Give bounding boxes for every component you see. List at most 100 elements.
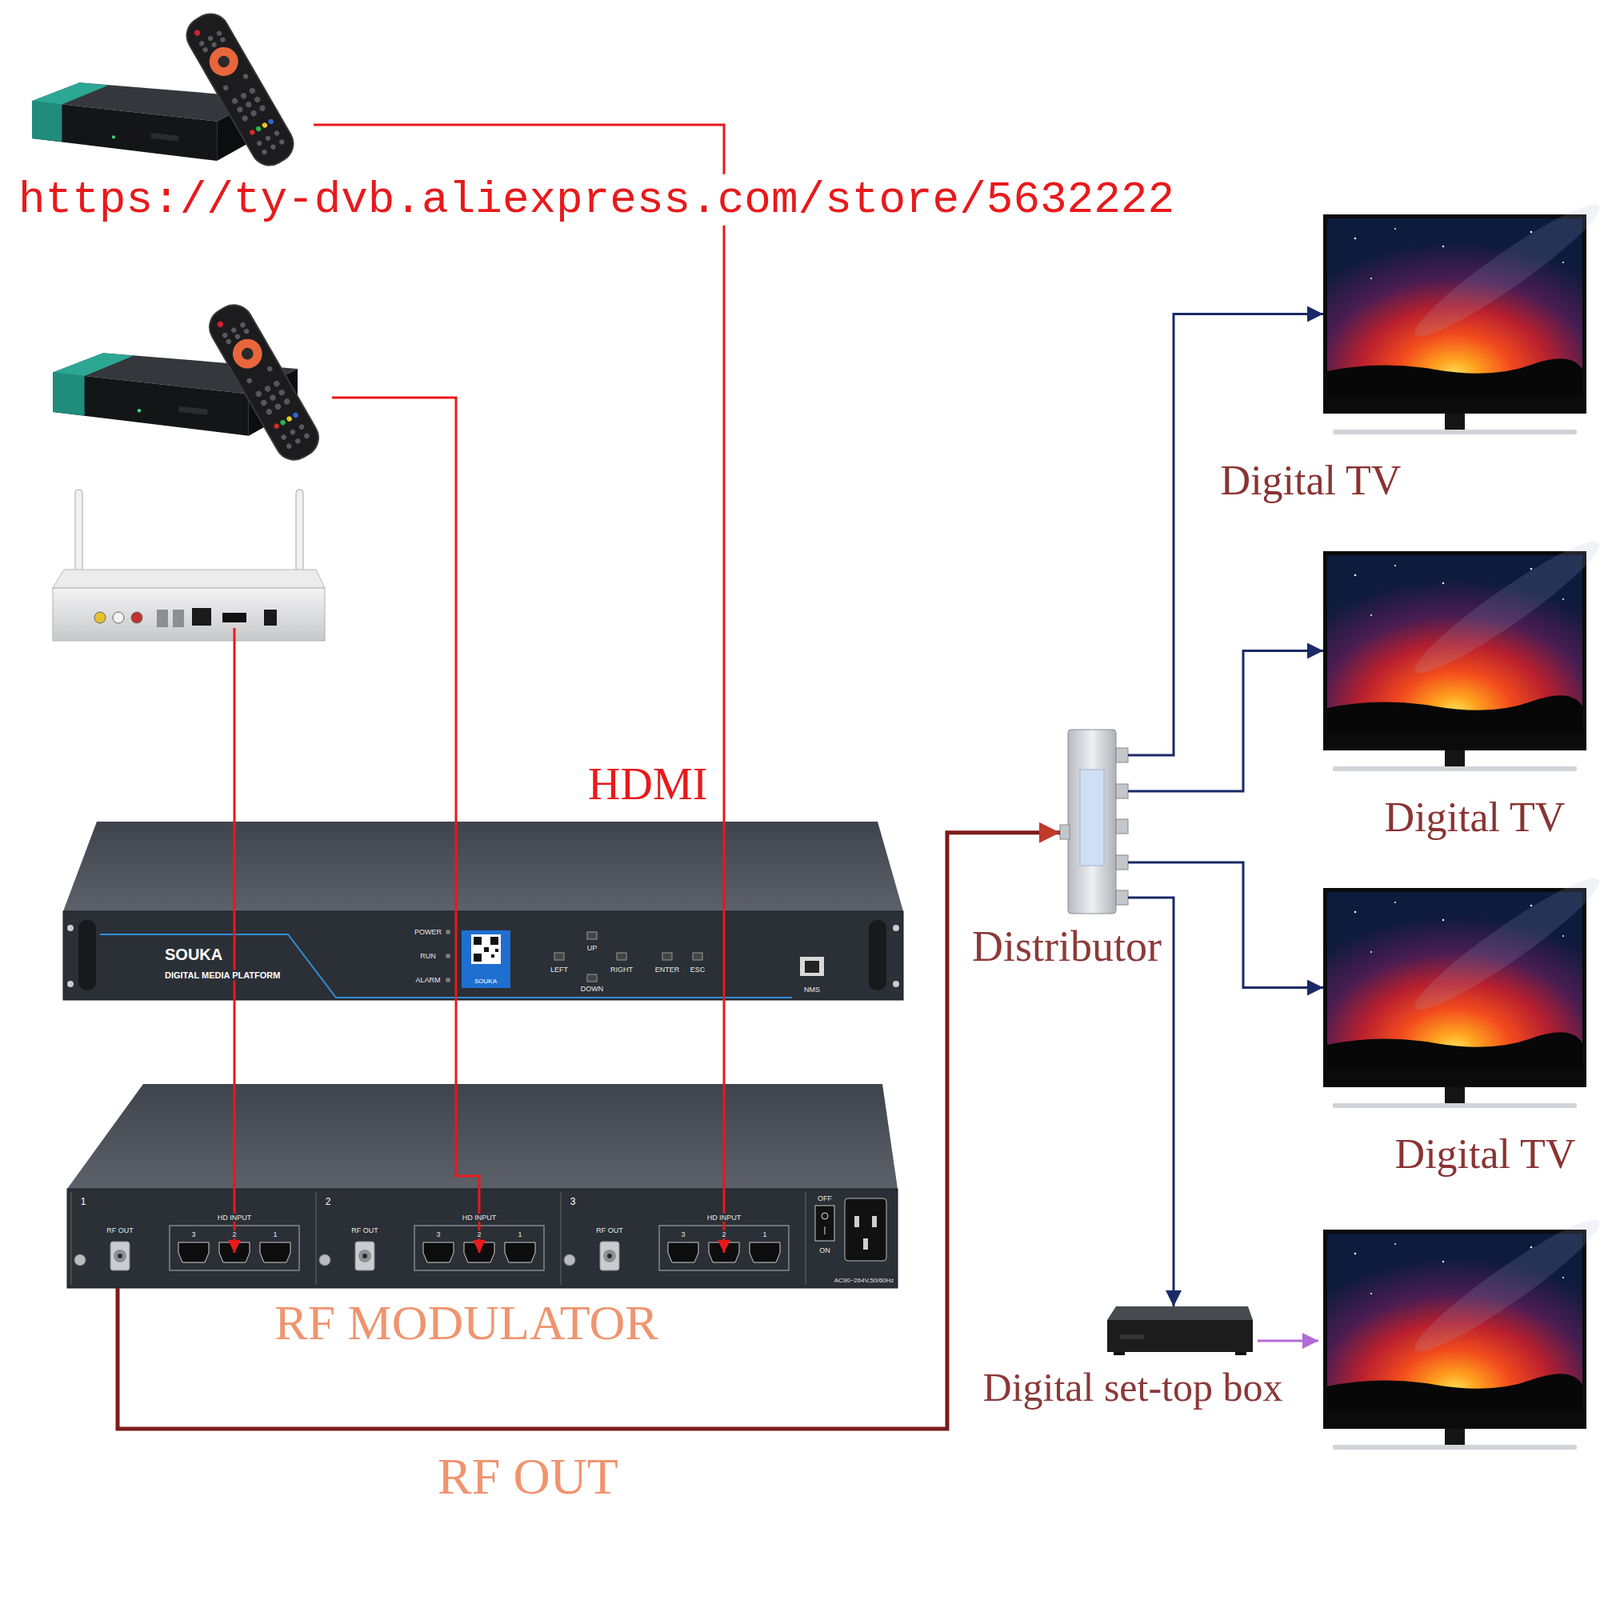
set-top-box-device	[1120, 1334, 1144, 1340]
source-receiver-1	[32, 7, 300, 172]
port-label: RF OUT	[105, 1226, 135, 1235]
front-panel	[616, 952, 627, 960]
splitter-device	[1116, 748, 1128, 763]
digital-tv: Digital TV	[1323, 551, 1587, 751]
front-panel	[800, 956, 824, 976]
splitter-device	[1068, 729, 1116, 914]
port-group-label: HD INPUT	[706, 1213, 743, 1222]
digital-tv: Digital TV	[1323, 888, 1587, 1088]
android-box	[264, 609, 277, 626]
rear-panel	[67, 1084, 898, 1189]
hdmi-cable	[313, 124, 724, 1253]
front-panel	[587, 974, 597, 982]
hdmi-cable	[332, 397, 480, 1253]
android-box	[52, 588, 325, 641]
rear-panel	[316, 1192, 544, 1285]
button-label: LEFT	[549, 965, 569, 974]
front-panel	[63, 821, 904, 912]
rear-panel	[872, 1216, 877, 1228]
front-panel	[484, 947, 489, 952]
model-name: DIGITAL MEDIA PLATFORM	[163, 970, 282, 981]
splitter-device	[1060, 824, 1070, 840]
port-label: RF OUT	[350, 1226, 380, 1235]
digital-tv: Digital TV	[1323, 214, 1587, 414]
source-receiver-2	[52, 298, 326, 468]
rf-modulator: RF MODULATOR	[67, 1084, 898, 1288]
rear-panel	[71, 1192, 300, 1285]
button-label: ESC	[689, 965, 707, 974]
front-panel	[490, 936, 499, 945]
indicator-label: ALARM	[414, 976, 441, 984]
splitter-device	[1116, 855, 1128, 870]
tv-screens	[1323, 1207, 1600, 1450]
rear-panel	[67, 1188, 898, 1288]
port-group-label: HD INPUT	[216, 1213, 253, 1222]
rear-panel	[560, 1192, 789, 1285]
video-link	[1257, 1340, 1319, 1343]
front-panel	[78, 920, 96, 991]
tv-screens	[1323, 865, 1600, 1108]
port-number: 1	[272, 1230, 278, 1239]
port-number: 3	[435, 1230, 441, 1239]
node-label: Digital TV	[1384, 793, 1566, 842]
front-panel	[67, 924, 74, 932]
node-label: Distributor	[972, 921, 1162, 972]
set-top-box-device	[1107, 1306, 1253, 1320]
android-box	[52, 489, 325, 641]
splitter-device	[1080, 769, 1104, 866]
android-box	[94, 612, 106, 624]
front-panel	[554, 952, 564, 960]
front-panel	[491, 954, 495, 958]
front-panel	[892, 924, 900, 932]
source-receiver-1	[180, 7, 300, 172]
front-panel	[100, 934, 792, 998]
rear-panel	[67, 1084, 898, 1288]
rear-panel	[821, 1212, 828, 1220]
set-top-box-device	[1113, 1352, 1125, 1356]
front-panel	[692, 952, 703, 960]
button-label: DOWN	[580, 984, 605, 993]
button-label: RIGHT	[609, 965, 634, 974]
front-panel	[473, 953, 482, 962]
power-rating: AC90~264V,50/60Hz	[833, 1276, 896, 1284]
set-top-box-device	[1107, 1320, 1253, 1352]
source-receiver-2	[202, 298, 326, 468]
android-box	[131, 612, 143, 624]
tv-screens	[1323, 528, 1600, 772]
coax-cable	[1128, 314, 1324, 756]
coax-cable	[117, 832, 1060, 1429]
node-label: Digital set-top box	[983, 1364, 1284, 1412]
button-label: UP	[586, 944, 599, 952]
tv-screens	[1323, 192, 1600, 435]
android-box	[192, 608, 212, 626]
brand-name: SOUKA	[163, 945, 224, 964]
port-number: 3	[190, 1230, 196, 1239]
set-top-box-device	[1235, 1352, 1247, 1356]
front-panel	[471, 934, 501, 964]
distributor: Distributor	[1060, 729, 1128, 914]
rear-panel	[844, 1198, 887, 1261]
front-panel	[445, 929, 451, 935]
rear-panel	[863, 1238, 868, 1250]
edge-label: RF OUT	[437, 1447, 619, 1507]
signal-label: HDMI	[588, 758, 708, 810]
module-number: 1	[79, 1196, 88, 1208]
module-number: 2	[324, 1196, 333, 1208]
port-number: 2	[476, 1230, 482, 1239]
rear-panel	[824, 1226, 826, 1235]
front-panel	[63, 911, 904, 1000]
front-panel	[63, 821, 904, 1000]
coax-cable	[1128, 651, 1324, 792]
port-number: 1	[516, 1230, 523, 1239]
front-panel	[495, 948, 499, 952]
port-number: 2	[720, 1230, 727, 1239]
android-box	[156, 609, 168, 628]
port-label: NMS	[803, 985, 821, 994]
indicator-label: POWER	[413, 928, 443, 936]
module-number: 3	[568, 1196, 578, 1208]
android-box	[172, 609, 184, 628]
switch-label: ON	[818, 1246, 832, 1255]
front-panel	[587, 932, 597, 940]
